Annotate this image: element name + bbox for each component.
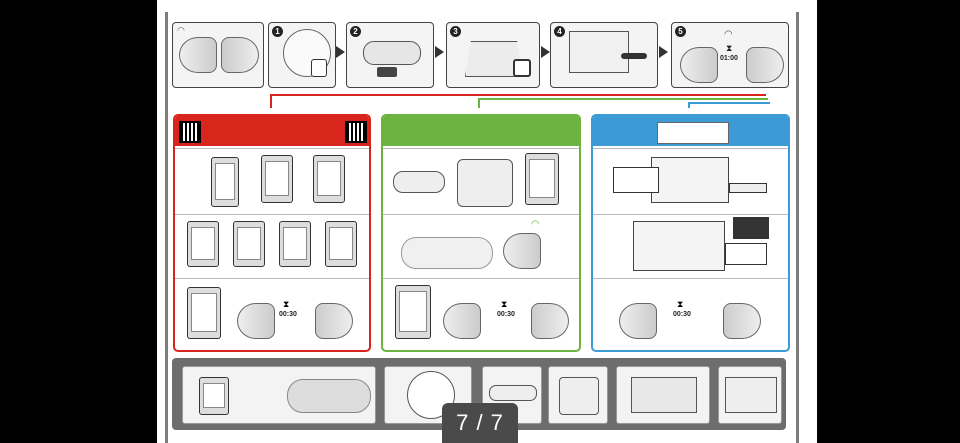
dock-front-view-icon	[559, 377, 599, 415]
panel-blue: ⧗ 00:30	[591, 114, 790, 352]
network-list-popup	[613, 167, 659, 193]
page-indicator: 7 / 7	[442, 403, 518, 443]
monitor-stand-icon	[657, 122, 729, 144]
hourglass-icon: ⧗	[501, 299, 508, 309]
connector-blue-drop	[688, 102, 690, 108]
panel-green-header	[383, 116, 579, 146]
panel-green-row-1	[383, 148, 579, 213]
bottom-card-usb	[548, 366, 608, 424]
speaker-dock-icon	[746, 47, 784, 83]
speaker-dock-icon	[680, 47, 718, 83]
wifi-icon: ◠	[177, 25, 185, 35]
phone-icon	[261, 155, 293, 203]
speaker-pair-icon	[287, 379, 371, 413]
step-1-number: 1	[272, 26, 283, 37]
dock-top-view-icon	[393, 171, 445, 193]
step-overview: ◠	[172, 22, 264, 88]
panel-blue-row-1	[593, 148, 788, 213]
speaker-dock-icon	[221, 37, 259, 73]
bottom-card-pairing	[182, 366, 376, 424]
qr-code-icon	[345, 121, 367, 143]
wifi-icon: ◠	[531, 219, 540, 230]
status-bar-popup	[729, 183, 767, 193]
phone-icon	[187, 287, 221, 339]
panel-blue-timer: 00:30	[673, 311, 691, 318]
speaker-dock-icon	[315, 303, 353, 339]
speaker-dock-icon	[363, 41, 421, 65]
step-4: 4	[550, 22, 658, 88]
step-2-number: 2	[350, 26, 361, 37]
panel-red-timer: 00:30	[279, 311, 297, 318]
phone-icon	[233, 221, 265, 267]
step-arrow	[336, 46, 345, 58]
speaker-dock-icon	[237, 303, 275, 339]
step-5: 5 ◠ ⧗ 01:00	[671, 22, 789, 88]
dock-front-view-icon	[631, 377, 697, 413]
hourglass-icon: ⧗	[283, 299, 290, 309]
page-border-left	[165, 12, 168, 443]
phone-icon	[187, 221, 219, 267]
panel-red-row-3: ⧗ 00:30	[175, 278, 369, 350]
step-3: 3	[446, 22, 540, 88]
step-2: 2	[346, 22, 434, 88]
connector-red-drop	[270, 94, 272, 108]
step-5-number: 5	[675, 26, 686, 37]
rear-panel-icon	[569, 31, 629, 73]
phone-icon	[211, 157, 239, 207]
hand-icon	[311, 59, 327, 77]
speaker-pair-icon	[401, 237, 493, 269]
panel-green-row-3: ⧗ 00:30	[383, 278, 579, 350]
phone-icon	[525, 153, 559, 205]
dock-top-view-icon	[489, 385, 537, 401]
connector-red	[270, 94, 766, 96]
panel-green: ◠ ⧗ 00:30	[381, 114, 581, 352]
qr-code-icon	[179, 121, 201, 143]
step-5-timer: 01:00	[720, 55, 738, 62]
speaker-dock-icon	[443, 303, 481, 339]
panel-red-row-1	[175, 148, 369, 213]
panel-green-row-2: ◠	[383, 214, 579, 277]
connector-green-drop	[478, 98, 480, 108]
panel-red: ⧗ 00:30	[173, 114, 371, 352]
phone-icon	[325, 221, 357, 267]
panel-red-row-2	[175, 214, 369, 277]
step-4-number: 4	[554, 26, 565, 37]
rear-panel-icon	[725, 377, 777, 413]
phone-icon	[313, 155, 345, 203]
settings-dialog-popup	[733, 217, 769, 239]
speaker-dock-icon	[619, 303, 657, 339]
step-arrow	[435, 46, 444, 58]
step-arrow	[659, 46, 668, 58]
panel-blue-row-2	[593, 214, 788, 277]
step-3-number: 3	[450, 26, 461, 37]
speaker-dock-icon	[503, 233, 541, 269]
wifi-icon: ◠	[724, 29, 733, 40]
panel-green-timer: 00:30	[497, 311, 515, 318]
bottom-card-dimensions	[616, 366, 710, 424]
laptop-icon	[633, 221, 725, 271]
bottom-card-rear-panel	[718, 366, 782, 424]
connector-green	[478, 98, 768, 100]
power-plug-icon	[621, 53, 647, 59]
step-1: 1	[268, 22, 336, 88]
phone-icon	[395, 285, 431, 339]
hourglass-icon: ⧗	[726, 43, 733, 53]
page-border-right	[796, 12, 799, 443]
step-arrow	[541, 46, 550, 58]
speaker-dock-icon	[531, 303, 569, 339]
laptop-icon	[651, 157, 729, 203]
connector-blue	[688, 102, 770, 104]
phone-icon	[199, 377, 229, 415]
power-plug-icon	[377, 67, 397, 77]
panel-blue-row-3: ⧗ 00:30	[593, 278, 788, 350]
settings-dialog-popup	[725, 243, 767, 265]
hourglass-icon: ⧗	[677, 299, 684, 309]
speaker-dock-icon	[723, 303, 761, 339]
dock-front-view-icon	[457, 159, 513, 207]
usb-port-icon	[513, 59, 531, 77]
phone-icon	[279, 221, 311, 267]
panel-red-header	[175, 116, 369, 146]
speaker-dock-icon	[179, 37, 217, 73]
